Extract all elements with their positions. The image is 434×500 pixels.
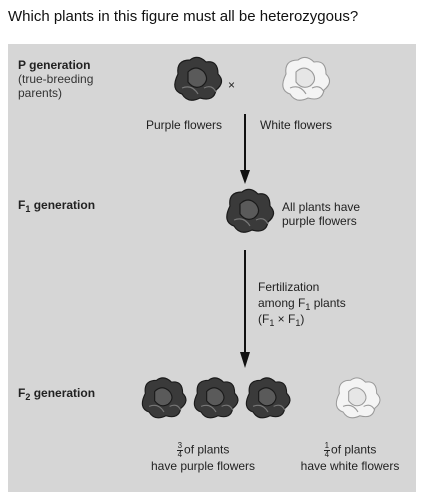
purple-flowers-caption: Purple flowers	[146, 118, 223, 132]
f2-white-of-plants: of plants	[331, 442, 377, 457]
f2-white-caption-line2: have white flowers	[300, 459, 400, 473]
fertilization-line2: among F1 plants	[258, 296, 346, 312]
p-generation-sublabel: (true-breeding parents)	[18, 72, 94, 100]
f2-label-sub: 2	[25, 392, 31, 402]
fert-line3-open: (F	[258, 312, 270, 326]
purple-flower-icon	[193, 377, 239, 419]
f1-label-main: F	[18, 198, 26, 212]
fertilization-line1: Fertilization	[258, 280, 320, 294]
f1-label-rest: generation	[30, 198, 96, 212]
question-text: Which plants in this figure must all be …	[8, 8, 359, 25]
down-arrow-icon	[240, 250, 250, 368]
white-flower-icon	[282, 56, 331, 101]
f1-generation-label: F1 generation	[18, 198, 96, 214]
fert-line3-times: × F	[274, 312, 296, 326]
f2-generation-label: F2 generation	[18, 386, 96, 402]
f2-purple-of-plants: of plants	[184, 442, 230, 457]
f1-label-sub: 1	[25, 204, 31, 214]
cross-symbol: ×	[228, 78, 236, 92]
p-generation-label: P generation	[18, 58, 91, 72]
fert-line3-sub2: 1	[295, 318, 301, 328]
f1-caption-line1: All plants have	[282, 200, 361, 214]
fert-line3-sub1: 1	[269, 318, 275, 328]
fert-line2-rest: plants	[310, 296, 346, 310]
f2-label-rest: generation	[30, 386, 96, 400]
purple-flower-icon	[245, 377, 291, 419]
fert-line2-main: among F	[258, 296, 306, 310]
frac-numerator: 3	[176, 441, 184, 451]
fertilization-line3: (F1 × F1)	[258, 312, 305, 328]
purple-flower-icon	[174, 56, 223, 101]
f2-label-main: F	[18, 386, 26, 400]
genetics-figure: P generation (true-breeding parents) × P…	[8, 44, 416, 492]
f2-purple-caption-line2: have purple flowers	[150, 459, 256, 473]
fert-line3-close: )	[300, 312, 305, 326]
frac-denominator: 4	[177, 450, 183, 459]
white-flowers-caption: White flowers	[260, 118, 333, 132]
frac-denominator: 4	[324, 450, 330, 459]
purple-flower-icon	[226, 188, 275, 233]
f1-caption-line2: purple flowers	[282, 214, 357, 228]
frac-numerator: 1	[323, 441, 331, 451]
purple-flower-icon	[141, 377, 187, 419]
white-flower-icon	[335, 377, 381, 419]
fert-line2-sub: 1	[305, 302, 311, 312]
down-arrow-icon	[240, 114, 250, 184]
